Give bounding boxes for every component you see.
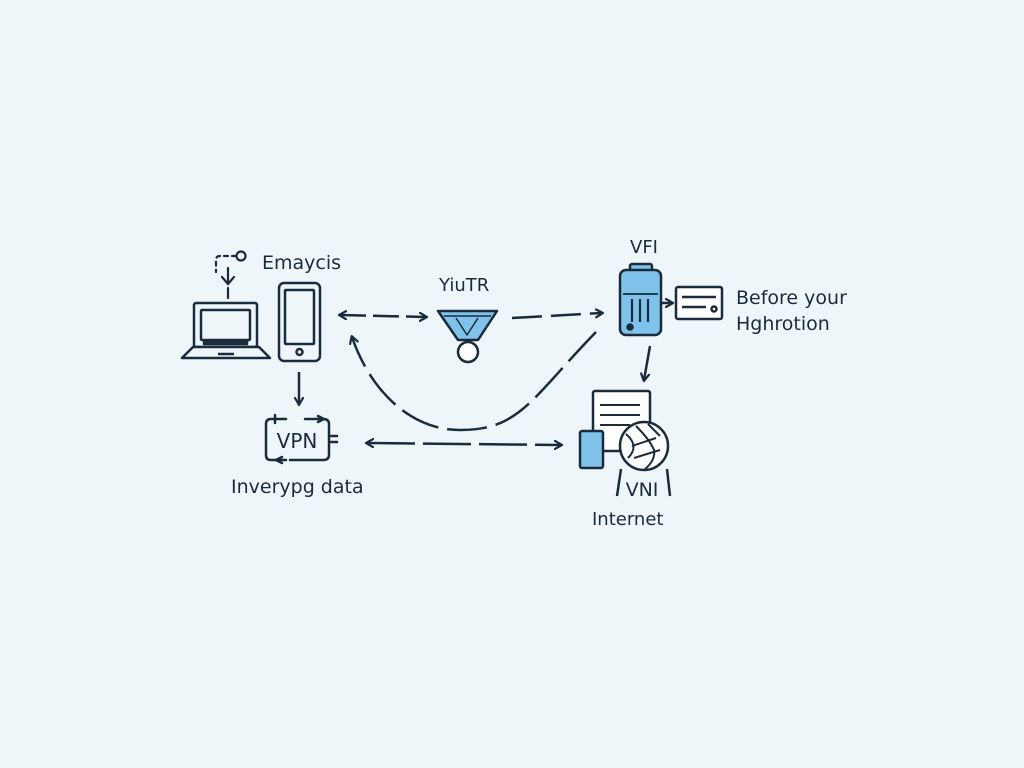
server-icon <box>618 262 663 337</box>
label-inverypg: Inverypg data <box>231 476 364 498</box>
globe-icon <box>615 420 672 497</box>
label-internet: Internet <box>592 509 664 530</box>
arrow-server-internet <box>644 345 652 380</box>
label-before-line1: Before your <box>736 287 847 309</box>
label-before-line2: Hghrotion <box>736 313 830 335</box>
arrow-curved-return <box>352 331 597 432</box>
arrow-phone-funnel <box>340 315 426 317</box>
smartphone-icon <box>277 281 322 363</box>
laptop-icon <box>180 301 272 360</box>
funnel-filter-icon <box>436 309 499 364</box>
label-emaycis: Emaycis <box>262 252 342 274</box>
label-yiutr: YiuTR <box>439 275 490 296</box>
label-vfi: VFI <box>630 237 658 258</box>
arrow-funnel-server <box>511 313 602 320</box>
vpn-cycle-icon <box>264 413 339 465</box>
arrow-vpn-internet <box>367 443 561 445</box>
vpn-box-label: VPN <box>277 429 318 453</box>
touch-hint-icon <box>214 250 247 300</box>
vnl-label: VNI <box>626 479 659 501</box>
router-card-icon <box>674 285 724 321</box>
